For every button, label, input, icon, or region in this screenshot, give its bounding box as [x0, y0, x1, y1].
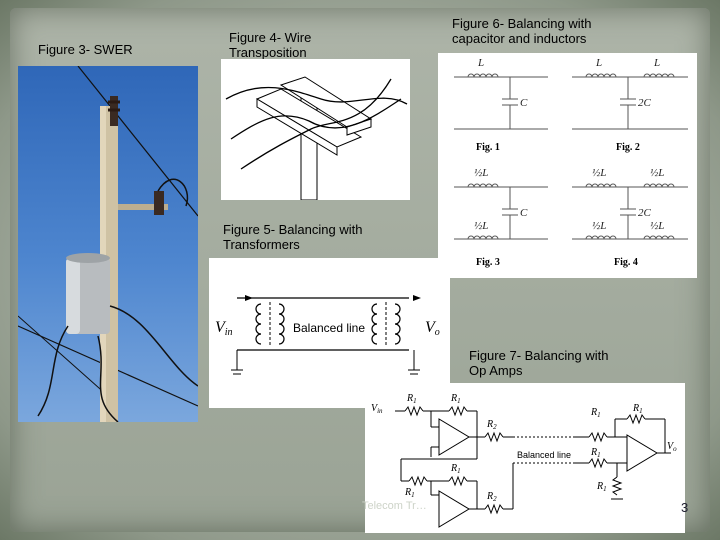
capacitor-label: 2C [638, 207, 652, 219]
page-number: 3 [681, 500, 689, 515]
half-inductor-label: ½L [474, 167, 488, 179]
r2-label: R2 [486, 491, 497, 503]
half-inductor-label: ½L [650, 167, 664, 179]
r1-label: R1 [450, 393, 461, 405]
r1-label: R1 [404, 487, 415, 499]
swer-pole-photo [18, 66, 198, 422]
r1-label: R1 [406, 393, 417, 405]
op-amp-balancing-diagram: Vin R1 R1 R2 R1 R1 R2 R1 R1 R1 R1 Vo Bal… [365, 383, 685, 533]
capacitor-label: C [520, 207, 528, 219]
figure-6-caption: Figure 6- Balancing with capacitor and i… [452, 16, 592, 46]
figure-7-caption: Figure 7- Balancing with Op Amps [469, 348, 609, 378]
capacitor-label: C [520, 97, 528, 109]
inductor-label: L [653, 57, 660, 69]
half-inductor-label: ½L [650, 220, 664, 232]
r1-label: R1 [590, 447, 601, 459]
r1-label: R1 [450, 463, 461, 475]
r1-label: R1 [632, 403, 643, 415]
figure-4-caption: Figure 4- Wire Transposition [229, 30, 312, 60]
vin-label: Vin [371, 403, 383, 415]
balanced-line-label: Balanced line [517, 450, 571, 460]
fig-1-label: Fig. 1 [476, 142, 500, 153]
half-inductor-label: ½L [592, 220, 606, 232]
vout-label: Vo [425, 319, 440, 338]
wire-transposition-diagram [221, 59, 410, 201]
figure-3-caption: Figure 3- SWER [38, 42, 133, 57]
vin-label: Vin [215, 319, 233, 338]
fig-2-label: Fig. 2 [616, 142, 640, 153]
inductor-label: L [595, 57, 602, 69]
capacitor-label: 2C [638, 97, 652, 109]
capacitor-inductor-balancing-diagram: L C L L 2C ½L ½L C ½L ½L ½L ½L 2C Fig. 1… [438, 53, 697, 278]
r1-label: R1 [596, 481, 607, 493]
balanced-line-label: Balanced line [293, 321, 365, 335]
half-inductor-label: ½L [474, 220, 488, 232]
half-inductor-label: ½L [592, 167, 606, 179]
r2-label: R2 [486, 419, 497, 431]
vout-label: Vo [667, 441, 677, 453]
figure-5-caption: Figure 5- Balancing with Transformers [223, 222, 363, 252]
inductor-label: L [477, 57, 484, 69]
fig-4-label: Fig. 4 [614, 257, 638, 268]
footer-watermark: Telecom Tr… [362, 500, 427, 512]
r1-label: R1 [590, 407, 601, 419]
fig-3-label: Fig. 3 [476, 257, 500, 268]
